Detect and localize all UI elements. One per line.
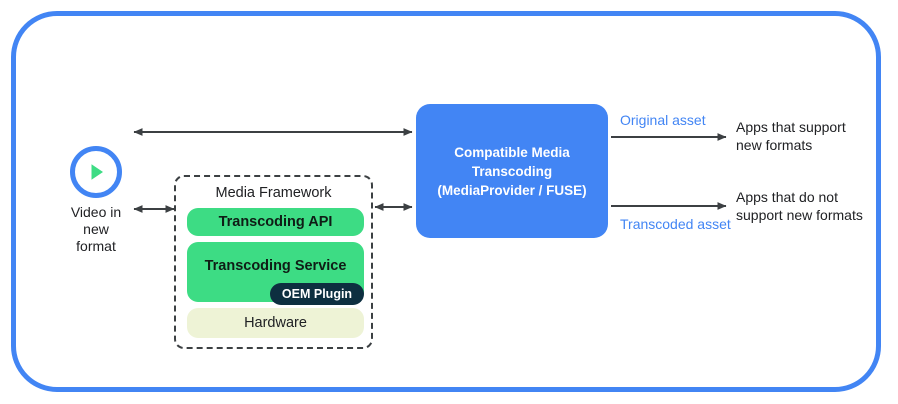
play-circle-icon xyxy=(70,146,122,198)
video-source-group: Video in new format xyxy=(46,146,146,255)
media-framework-title: Media Framework xyxy=(215,185,332,201)
original-asset-label: Original asset xyxy=(620,112,706,128)
transcoded-asset-label: Transcoded asset xyxy=(620,216,731,232)
apps-not-supporting-new-formats-label: Apps that do not support new formats xyxy=(736,189,863,223)
compatible-media-transcoding-box: Compatible Media Transcoding (MediaProvi… xyxy=(416,104,608,238)
video-source-caption: Video in new format xyxy=(70,204,122,254)
apps-supporting-new-formats-label: Apps that support new formats xyxy=(736,119,846,153)
oem-plugin-badge: OEM Plugin xyxy=(270,283,364,305)
media-framework-container: Media Framework Transcoding API Transcod… xyxy=(174,175,373,349)
transcoding-api-layer: Transcoding API xyxy=(187,208,364,236)
hardware-layer: Hardware xyxy=(187,308,364,338)
